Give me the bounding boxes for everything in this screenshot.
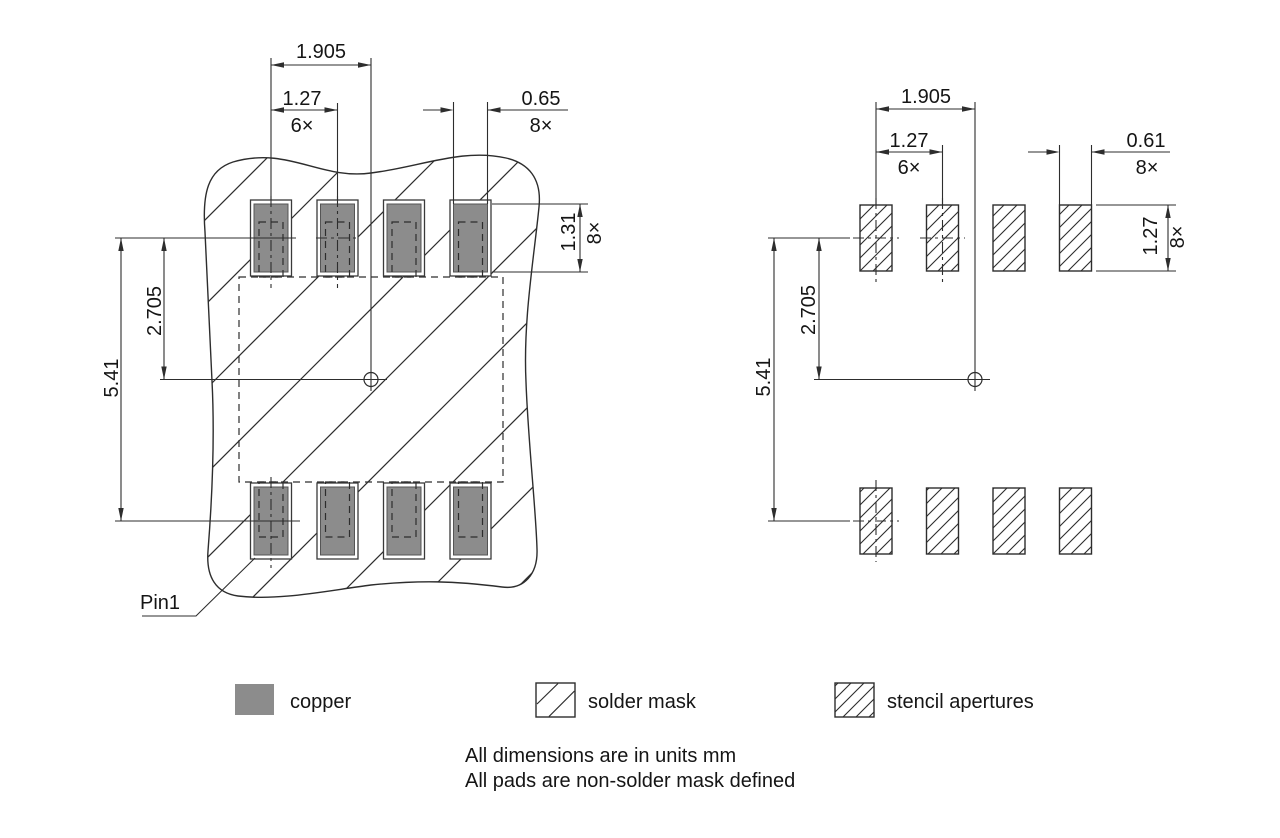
dim-text: 5.41 [753,358,775,397]
lead-outline [457,221,484,278]
pin1-leader-line [142,557,256,617]
dim-text: 0.65 [522,88,561,110]
hatch-line [536,683,559,705]
dim-text: 1.27 [283,88,322,110]
stencil-apertures-swatch [834,682,875,718]
stencil-aperture-6 [992,487,1026,555]
hatch-line [548,690,575,717]
dim-row-span: 5.41 [101,238,124,521]
lead-outline [391,481,417,538]
dim-qty-text: 6× [291,115,314,137]
footprint-reference-lines [115,58,489,568]
pin1-callout: Pin1 [140,557,256,617]
stencil-aperture-5 [1058,487,1093,555]
footprint-view: 1.905 1.27 6× 0.65 8× 1.31 8× [101,41,606,617]
dim-text: 1.27 [1140,217,1162,256]
copper-pad-7 [320,486,355,556]
dim-text: 1.31 [558,213,580,252]
legend-stencil-apertures-label: stencil apertures [887,691,1034,713]
solder-mask-swatch [535,682,576,718]
legend-copper-label: copper [290,691,351,713]
dim-text: 1.27 [890,130,929,152]
dim-pitch: 1.27 6× [271,88,338,137]
dim-text: 0.61 [1127,130,1166,152]
dim-pad-height: 1.31 8× [492,203,606,273]
origin-marker [363,371,379,388]
stencil-aperture-3 [992,204,1026,272]
legend: copper solder mask stencil apertures [235,682,1034,718]
note-units: All dimensions are in units mm [465,745,736,767]
dim-qty-text: 6× [898,157,921,179]
dim-text: 2.705 [798,285,820,335]
dim-text: 5.41 [101,359,123,398]
lead-outline [324,481,351,538]
hatch-line [204,155,540,598]
dim-aperture-height: 1.27 8× [1096,204,1189,272]
dim-text: 1.905 [296,41,346,63]
dim-aperture-pitch: 1.27 6× [876,130,943,179]
dim-aperture-row-span: 5.41 [753,238,777,521]
dim-pad-center-to-origin: 1.905 [271,41,371,68]
stencil-reference-lines [768,102,1093,562]
hatch-line [204,155,381,598]
copper-pad-3 [386,203,422,273]
legend-item-copper: copper [235,684,351,715]
legend-solder-mask-label: solder mask [588,691,697,713]
origin-marker [967,371,983,388]
dim-pad-width: 0.65 8× [423,88,568,137]
dim-text: 1.905 [901,86,951,108]
dim-aperture-row-half-span: 2.705 [798,238,822,380]
legend-item-solder-mask: solder mask [535,682,697,718]
lead-outline [457,481,484,538]
copper-swatch [235,684,274,715]
lead-outline [391,221,417,278]
hatch-line [494,155,540,598]
dim-text: 2.705 [144,286,166,336]
dim-qty-text: 8× [530,115,553,137]
stencil-aperture-4 [1058,204,1093,272]
pin1-label: Pin1 [140,592,180,614]
note-mask-defined: All pads are non-solder mask defined [465,770,795,792]
copper-pad-5 [453,486,488,556]
drawing-notes: All dimensions are in units mm All pads … [465,745,795,792]
stencil-view: 1.905 1.27 6× 0.61 8× 1.27 8× [753,86,1189,562]
copper-pad-6 [386,486,422,556]
stencil-aperture-7 [925,487,960,555]
dim-qty-text: 8× [1136,157,1159,179]
legend-item-stencil-apertures: stencil apertures [834,682,1034,718]
dim-aperture-center-to-origin: 1.905 [876,86,975,112]
dim-row-half-span: 2.705 [144,238,167,380]
dim-qty-text: 8× [1167,226,1189,249]
copper-pad-4 [453,203,488,273]
dim-aperture-width: 0.61 8× [1028,130,1170,179]
aperture-row-top [859,204,1093,272]
aperture-row-bottom [859,487,1093,555]
hatch-line [204,155,296,598]
dim-qty-text: 8× [584,222,606,245]
